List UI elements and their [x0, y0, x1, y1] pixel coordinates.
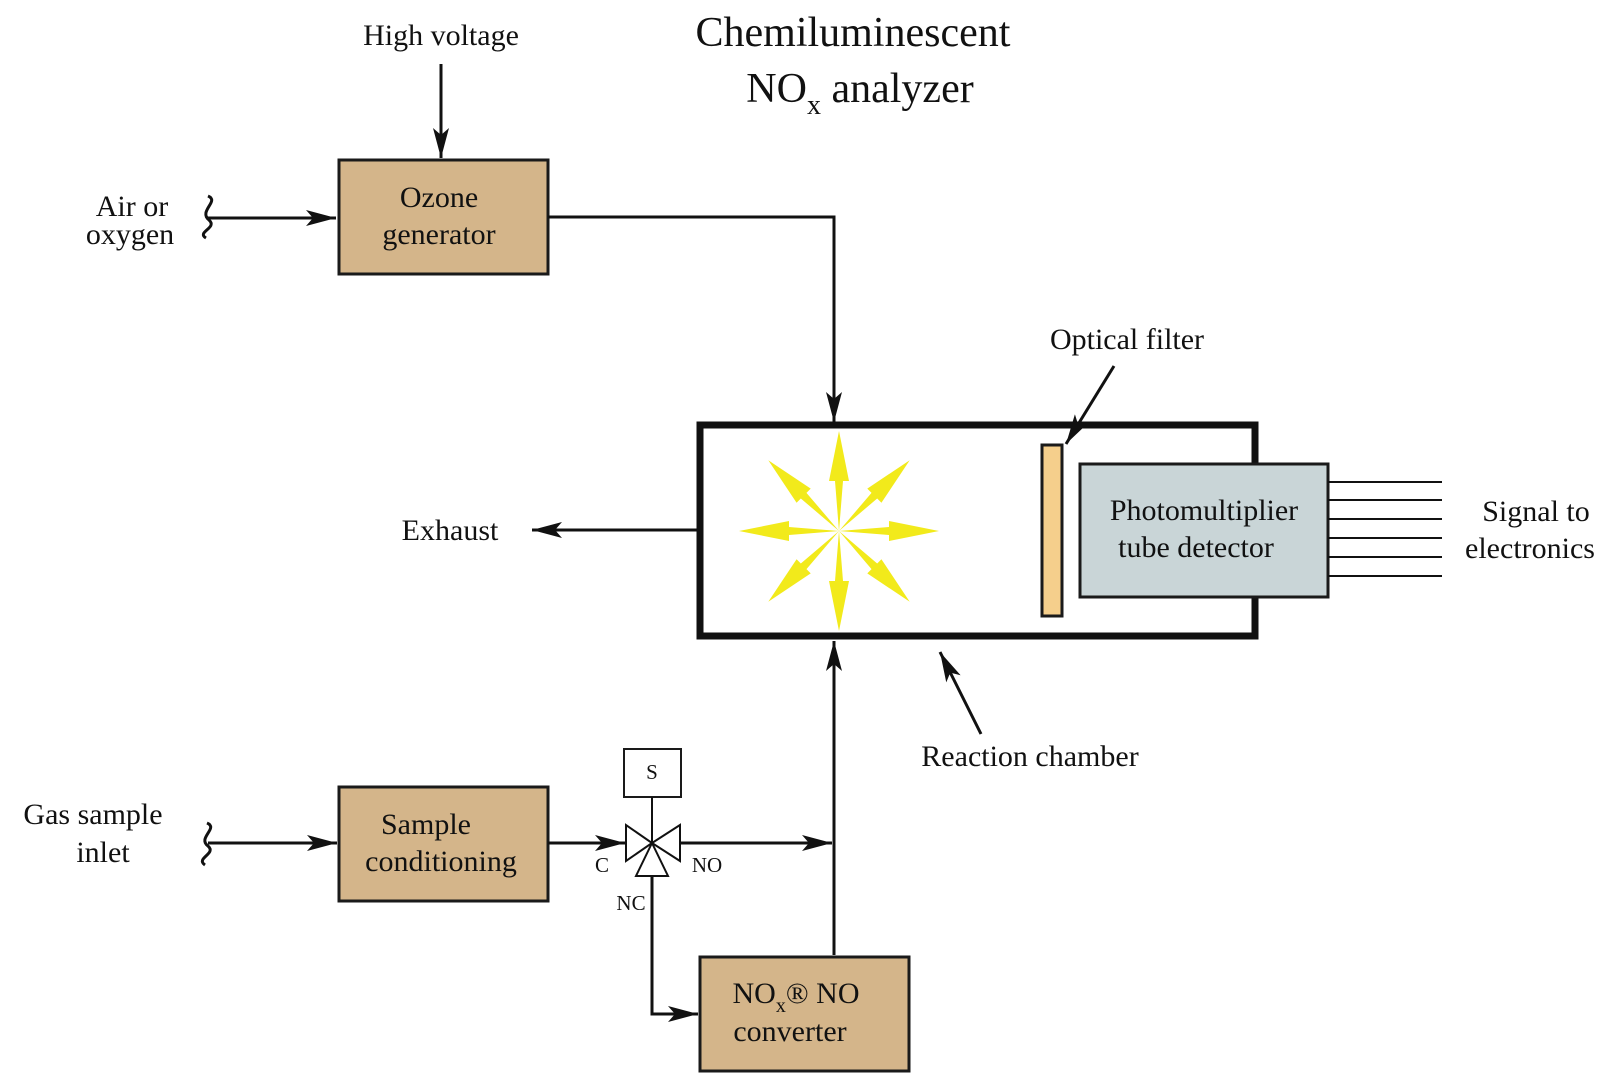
- optical-filter: [1040, 443, 1064, 618]
- ozone-to-chamber-line: [548, 215, 842, 422]
- ozone-generator-box: [337, 158, 550, 276]
- high-voltage-label: High voltage: [363, 19, 519, 52]
- photomultiplier-box: [1078, 462, 1330, 599]
- sample-conditioning-label-line2: conditioning: [365, 845, 517, 878]
- diagram-title-line1: Chemiluminescent: [696, 10, 1011, 56]
- solenoid-box: [623, 748, 682, 798]
- three-way-valve-icon: [625, 823, 681, 877]
- exhaust-label: Exhaust: [402, 514, 499, 547]
- ozone-generator-label-line2: generator: [382, 218, 495, 251]
- signal-label-line1: Signal to: [1482, 495, 1590, 528]
- photomultiplier-label-line2: tube detector: [1118, 531, 1274, 564]
- air-input-label-line1: Air or: [96, 190, 168, 223]
- ozone-generator-label-line1: Ozone: [400, 181, 478, 214]
- diagram-title-line2: NOx analyzer: [746, 66, 973, 121]
- gas-inlet-label-line2: inlet: [76, 836, 130, 869]
- sample-conditioning-box: [337, 785, 550, 903]
- optical-filter-label: Optical filter: [1050, 323, 1204, 356]
- air-input-break-symbol: [202, 194, 214, 240]
- photomultiplier-label-line1: Photomultiplier: [1110, 494, 1298, 527]
- valve-port-nc-label: NC: [616, 891, 645, 915]
- gas-inlet-label-line1: Gas sample: [23, 798, 162, 831]
- valve-nc-to-converter-line: [650, 876, 698, 1022]
- air-input-label-line2: oxygen: [86, 218, 174, 251]
- sample-conditioning-label-line1: Sample: [381, 808, 471, 841]
- nox-converter-box: [698, 955, 911, 1073]
- signal-wires: [1328, 481, 1442, 577]
- valve-port-c-label: C: [595, 853, 609, 877]
- optical-filter-pointer: [1064, 365, 1116, 445]
- starburst-icon: [739, 431, 939, 631]
- valve-port-no-label: NO: [692, 853, 722, 877]
- reaction-chamber-outline: [696, 421, 1259, 640]
- reaction-chamber-label: Reaction chamber: [921, 740, 1138, 773]
- nox-converter-label-line1: NOx® NO: [733, 977, 860, 1017]
- reaction-chamber-pointer: [938, 651, 983, 735]
- gas-inlet-break-symbol: [201, 821, 213, 867]
- signal-label-line2: electronics: [1465, 532, 1595, 565]
- solenoid-label: S: [646, 760, 658, 784]
- nox-converter-label-line2: converter: [733, 1015, 846, 1048]
